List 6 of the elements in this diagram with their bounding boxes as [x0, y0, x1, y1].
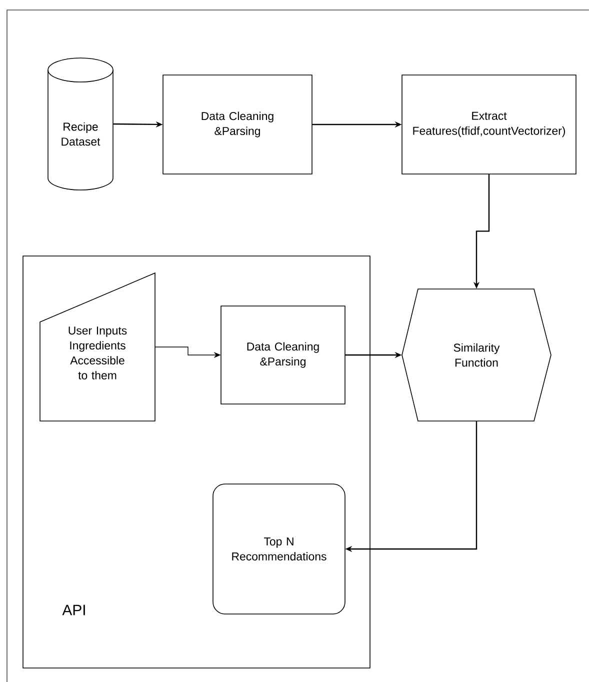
- process-box: Data Cleaning &Parsing: [220, 306, 346, 404]
- rounded-box: Top N Recommendations: [212, 484, 346, 614]
- database-cylinder: Recipe Dataset: [48, 58, 114, 190]
- node-label: Recipe Dataset: [62, 122, 100, 146]
- process-box: Extract Features(tfidf,countVectorizer): [402, 74, 576, 174]
- process-box: Data Cleaning &Parsing: [162, 74, 312, 174]
